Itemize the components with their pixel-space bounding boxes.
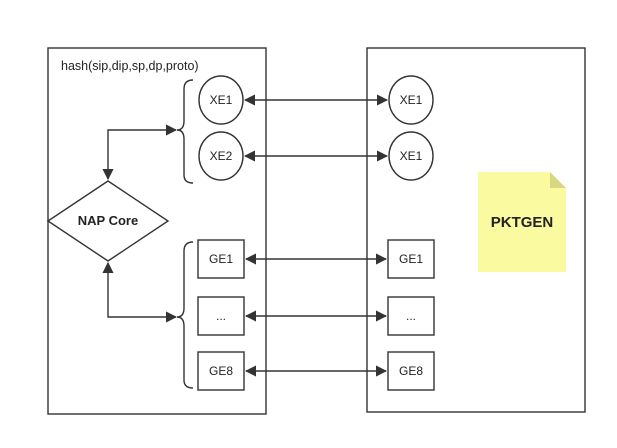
right-xe1-label-b: XE1 bbox=[400, 149, 423, 163]
left-xe1-port bbox=[198, 75, 244, 125]
pktgen-note bbox=[478, 172, 566, 272]
pktgen-label: PKTGEN bbox=[491, 214, 554, 231]
xe-brace bbox=[176, 79, 194, 184]
right-ge8-port bbox=[387, 351, 435, 391]
left-xe1-label: XE1 bbox=[210, 93, 233, 107]
left-ge1-label: GE1 bbox=[209, 252, 233, 266]
right-ge8-label: GE8 bbox=[399, 364, 423, 378]
right-xe1-label-a: XE1 bbox=[400, 93, 423, 107]
left-ge-ellipsis-port bbox=[197, 296, 245, 336]
left-xe2-port bbox=[198, 131, 244, 181]
nap-core-diamond bbox=[46, 180, 170, 262]
core-to-ge-connector bbox=[102, 261, 178, 323]
hash-label: hash(sip,dip,sp,dp,proto) bbox=[61, 59, 199, 73]
right-ge-ellipsis-port bbox=[387, 296, 435, 336]
right-xe1-port-b bbox=[388, 131, 434, 181]
core-to-xe-connector bbox=[102, 124, 178, 181]
right-ge-ellipsis-label: ... bbox=[406, 309, 416, 323]
ge-brace bbox=[176, 241, 194, 389]
right-xe1-port-a bbox=[388, 75, 434, 125]
right-ge1-label: GE1 bbox=[399, 252, 423, 266]
right-panel-box bbox=[366, 47, 586, 413]
left-panel-box bbox=[47, 47, 267, 415]
left-ge8-port bbox=[197, 351, 245, 391]
left-ge1-port bbox=[197, 239, 245, 279]
nap-core-label: NAP Core bbox=[78, 213, 138, 228]
left-xe2-label: XE2 bbox=[210, 149, 233, 163]
pktgen-note-fold bbox=[550, 172, 566, 188]
right-ge1-port bbox=[387, 239, 435, 279]
left-ge8-label: GE8 bbox=[209, 364, 233, 378]
left-ge-ellipsis-label: ... bbox=[216, 309, 226, 323]
